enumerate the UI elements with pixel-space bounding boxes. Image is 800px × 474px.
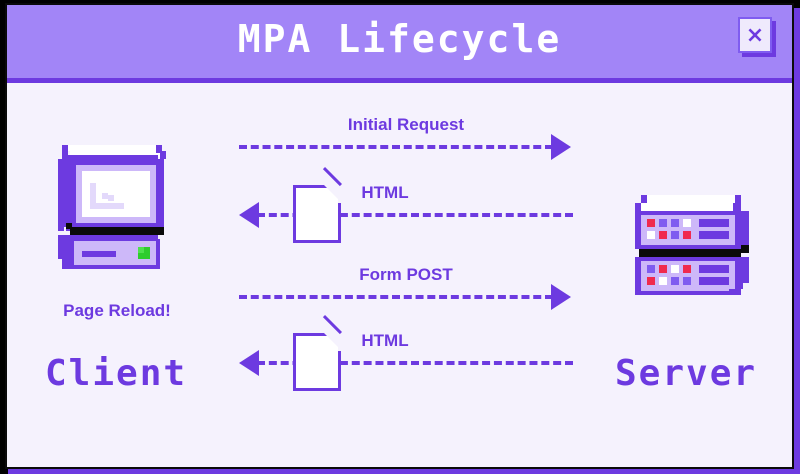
message-row-form-post: Form POST bbox=[239, 265, 573, 311]
message-row-initial-request: Initial Request bbox=[239, 115, 573, 161]
arrow-left-icon bbox=[239, 202, 259, 228]
page-reload-note: Page Reload! bbox=[63, 301, 171, 320]
message-dashed-line bbox=[257, 361, 573, 365]
arrow-right-icon bbox=[551, 134, 571, 160]
document-fold bbox=[324, 333, 341, 350]
message-dashed-line bbox=[239, 145, 553, 149]
arrow-right-icon bbox=[551, 284, 571, 310]
message-label: Form POST bbox=[359, 265, 453, 284]
client-label: Client bbox=[45, 353, 188, 394]
server-label: Server bbox=[615, 353, 758, 394]
window-shadow-bottom bbox=[8, 464, 800, 474]
html-document-icon bbox=[293, 315, 342, 391]
message-label: HTML bbox=[361, 331, 409, 350]
html-document-icon bbox=[293, 167, 342, 243]
close-icon[interactable]: × bbox=[738, 17, 772, 53]
title-bar: MPA Lifecycle × bbox=[7, 5, 792, 83]
message-label: Initial Request bbox=[347, 115, 465, 134]
window-title: MPA Lifecycle bbox=[237, 17, 562, 61]
message-dashed-line bbox=[239, 295, 553, 299]
window-frame: MPA Lifecycle × bbox=[5, 3, 794, 469]
message-dashed-line bbox=[257, 213, 573, 217]
diagram-canvas: Page Reload! Client bbox=[7, 83, 792, 463]
computer-svg bbox=[58, 145, 166, 269]
message-row-html-2: HTML bbox=[239, 315, 573, 391]
retro-computer-icon bbox=[54, 141, 172, 277]
document-fold-edge bbox=[338, 333, 341, 351]
message-row-html-1: HTML bbox=[239, 167, 573, 243]
arrow-left-icon bbox=[239, 350, 259, 376]
server-svg bbox=[635, 195, 749, 295]
document-fold bbox=[324, 185, 341, 202]
message-label: HTML bbox=[361, 183, 409, 202]
document-fold-edge bbox=[338, 185, 341, 203]
server-rack-icon bbox=[629, 193, 759, 303]
